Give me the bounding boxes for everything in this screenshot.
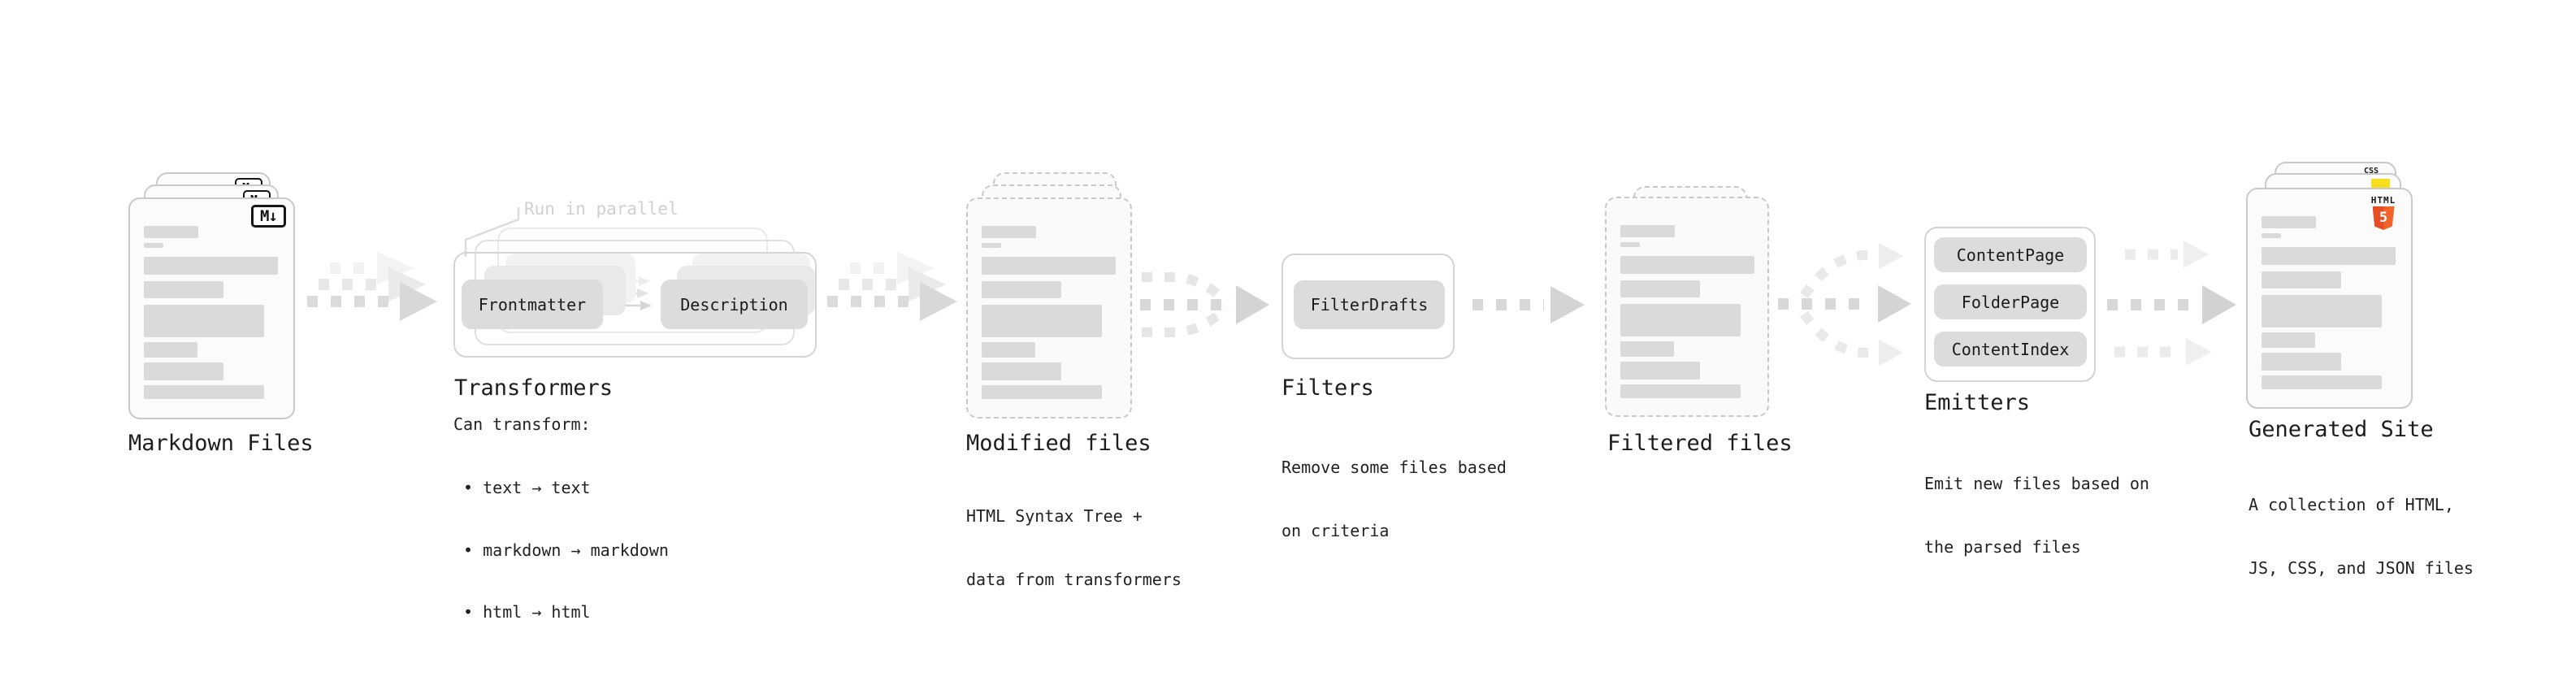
skeleton-text-bar xyxy=(1620,225,1675,237)
desc-line: Emit new files based on xyxy=(1924,474,2149,493)
skeleton-text-bar xyxy=(144,281,223,298)
stage-label-filters: Filters xyxy=(1281,375,1374,401)
skeleton-text-bar xyxy=(1620,362,1700,380)
arrow-transformers-to-modified xyxy=(827,252,957,321)
arrow-markdown-to-transformers xyxy=(307,252,437,321)
skeleton-text-bar xyxy=(144,362,223,380)
run-in-parallel-note: Run in parallel xyxy=(524,199,679,219)
description-pill: Description xyxy=(661,280,808,329)
stage-label-emitters: Emitters xyxy=(1924,390,2031,415)
desc-line: Remove some files based xyxy=(1281,458,1507,477)
skeleton-text-bar xyxy=(2262,353,2341,371)
desc-line: data from transformers xyxy=(966,570,1182,589)
bullet-item: • markdown → markdown xyxy=(453,540,669,560)
frontmatter-pill: Frontmatter xyxy=(462,280,603,329)
arrow-filters-to-filtered xyxy=(1472,286,1585,323)
html5-icon: HTML 5 xyxy=(2364,196,2403,230)
skeleton-text-bar xyxy=(2262,332,2315,348)
skeleton-text-bar xyxy=(2262,233,2281,238)
skeleton-text-bar xyxy=(1620,341,1674,357)
skeleton-text-bar xyxy=(982,305,1102,337)
emitters-desc: Emit new files based on the parsed files xyxy=(1924,431,2149,600)
skeleton-text-bar xyxy=(982,385,1102,399)
arrow-filtered-to-emitters-fork xyxy=(1778,243,1911,366)
transformer-frame-front xyxy=(453,252,817,358)
skeleton-text-bar xyxy=(982,257,1116,275)
file-card-front: M↓ xyxy=(128,197,295,419)
transformers-bullet-list: • text → text • markdown → markdown • ht… xyxy=(453,436,669,665)
content-page-pill: ContentPage xyxy=(1934,237,2087,272)
generated-site-desc: A collection of HTML, JS, CSS, and JSON … xyxy=(2249,452,2474,621)
skeleton-text-bar xyxy=(2262,295,2382,327)
desc-line: JS, CSS, and JSON files xyxy=(2249,558,2474,578)
skeleton-text-bar xyxy=(144,342,197,358)
skeleton-text-bar xyxy=(144,257,278,275)
skeleton-text-bar xyxy=(1620,242,1640,247)
skeleton-text-bar xyxy=(1620,280,1700,297)
skeleton-text-bar xyxy=(982,243,1001,248)
css-icon-word: CSS xyxy=(2363,167,2379,176)
file-card-front xyxy=(966,197,1132,419)
skeleton-text-bar xyxy=(2262,271,2341,288)
skeleton-text-bar xyxy=(144,385,264,399)
filters-frame xyxy=(1281,254,1455,359)
skeleton-text-bar xyxy=(1620,256,1754,274)
stage-label-filtered-files: Filtered files xyxy=(1607,431,1793,456)
stage-label-markdown-files: Markdown Files xyxy=(128,431,314,456)
markdown-icon: M↓ xyxy=(251,205,286,228)
skeleton-text-bar xyxy=(144,226,198,238)
modified-files-desc: HTML Syntax Tree + data from transformer… xyxy=(966,463,1182,632)
arrow-modified-to-filters-merge xyxy=(1140,272,1269,337)
desc-line: A collection of HTML, xyxy=(2249,495,2454,514)
file-card-front xyxy=(1605,197,1769,417)
html5-icon-number: 5 xyxy=(2379,210,2388,226)
skeleton-text-bar xyxy=(144,243,163,248)
skeleton-text-bar xyxy=(982,226,1036,238)
bullet-item: • text → text xyxy=(453,478,591,497)
desc-line: on criteria xyxy=(1281,521,1390,540)
skeleton-text-bar xyxy=(2262,375,2382,389)
skeleton-text-bar xyxy=(2262,216,2316,228)
skeleton-text-bar xyxy=(982,342,1035,358)
bullet-item: • html → html xyxy=(453,602,591,622)
desc-line: HTML Syntax Tree + xyxy=(966,506,1143,526)
html5-icon-shield: 5 xyxy=(2372,206,2395,230)
stage-label-modified-files: Modified files xyxy=(966,431,1151,456)
skeleton-text-bar xyxy=(1620,304,1741,336)
stage-label-generated-site: Generated Site xyxy=(2249,417,2434,442)
emitters-frame xyxy=(1924,227,2096,382)
stage-label-transformers: Transformers xyxy=(454,375,614,401)
skeleton-text-bar xyxy=(1620,384,1741,398)
html5-icon-word: HTML xyxy=(2370,195,2396,206)
skeleton-text-bar xyxy=(2262,247,2396,265)
transformers-desc-title: Can transform: xyxy=(453,414,591,434)
skeleton-text-bar xyxy=(982,362,1061,380)
js-icon xyxy=(2371,179,2390,190)
file-card-front: HTML 5 xyxy=(2246,188,2413,409)
folder-page-pill: FolderPage xyxy=(1934,284,2087,319)
desc-line: the parsed files xyxy=(1924,537,2081,557)
filter-drafts-pill: FilterDrafts xyxy=(1294,280,1445,329)
filters-desc: Remove some files based on criteria xyxy=(1281,414,1507,583)
skeleton-text-bar xyxy=(982,281,1061,298)
skeleton-text-bar xyxy=(144,305,264,337)
arrow-emitters-to-site xyxy=(2107,241,2236,366)
content-index-pill: ContentIndex xyxy=(1934,332,2087,367)
